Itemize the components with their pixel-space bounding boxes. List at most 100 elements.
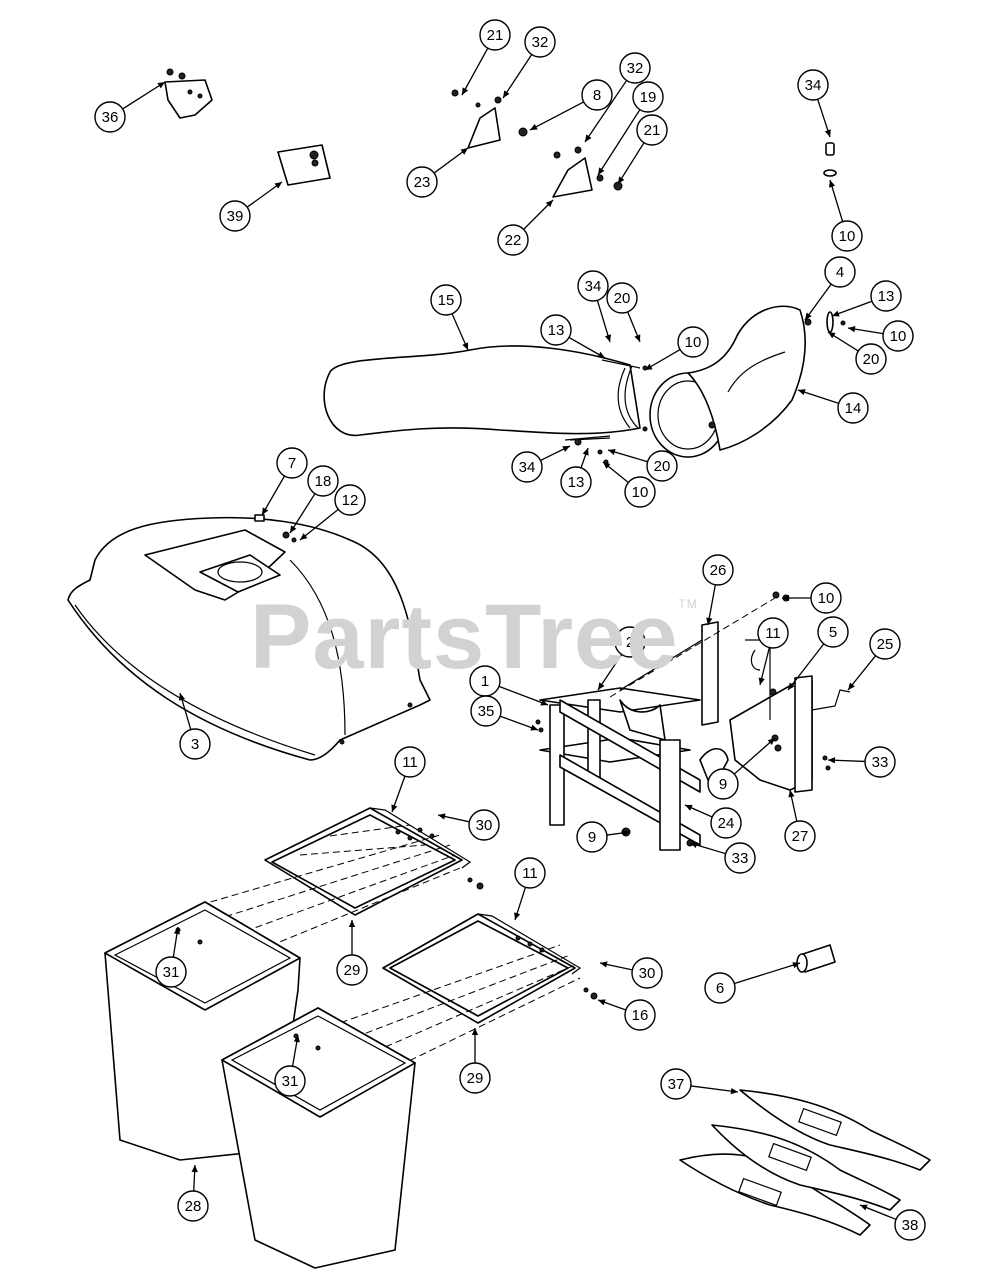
callout-39: 39 (219, 181, 283, 232)
leader-arrowhead (604, 334, 611, 342)
leader-arrowhead (460, 148, 468, 155)
callout-36: 36 (94, 81, 166, 133)
callout-label: 30 (476, 817, 493, 834)
leader-arrowhead (603, 462, 611, 469)
callout-10: 10 (602, 461, 656, 508)
callout-circle (514, 857, 546, 889)
callout-32: 32 (502, 26, 556, 99)
callout-circle (576, 821, 608, 853)
callout-33: 33 (827, 746, 896, 778)
callout-circle (636, 114, 668, 146)
part-11-30-support-frame-lower (382, 913, 598, 1024)
callout-label: 3 (191, 736, 199, 753)
callout-13: 13 (540, 314, 606, 359)
callout-circle (707, 768, 739, 800)
leader-arrowhead (562, 446, 570, 452)
callout-circle (94, 101, 126, 133)
callout-22: 22 (497, 199, 554, 256)
part-36-bracket (164, 68, 213, 119)
callout-label: 20 (654, 458, 671, 475)
callout-circle (468, 809, 500, 841)
callout-31: 31 (274, 1034, 306, 1097)
part-34-10-hardware (823, 142, 837, 177)
part-3-bagger-cover (67, 514, 431, 761)
leader-arrowhead (860, 1204, 868, 1211)
callout-circle (177, 1190, 209, 1222)
callout-15: 15 (430, 284, 469, 351)
leader-line (433, 147, 469, 174)
callout-circle (524, 26, 556, 58)
callout-label: 26 (710, 562, 727, 579)
callout-11: 11 (757, 617, 789, 686)
callout-circle (831, 220, 863, 252)
callout-7: 7 (261, 447, 308, 516)
callout-10: 10 (847, 320, 914, 352)
callout-label: 12 (342, 492, 359, 509)
callout-13: 13 (831, 280, 902, 317)
leader-arrowhead (634, 334, 641, 342)
callout-11: 11 (514, 857, 546, 921)
callout-11: 11 (391, 746, 426, 813)
callout-34: 34 (577, 270, 611, 343)
callout-circle (497, 224, 529, 256)
callout-circle (307, 465, 339, 497)
part-26-plate (609, 591, 790, 726)
callout-circle (406, 166, 438, 198)
callout-circle (704, 972, 736, 1004)
callout-label: 35 (478, 703, 495, 720)
callout-circle (631, 957, 663, 989)
leader-arrowhead (730, 1087, 738, 1095)
callout-circle (869, 628, 901, 660)
callout-label: 18 (315, 473, 332, 490)
callout-label: 32 (532, 34, 549, 51)
callout-circle (660, 1068, 692, 1100)
callout-20: 20 (827, 331, 887, 375)
leader-line (734, 962, 801, 985)
leader-line (461, 47, 489, 96)
leader-arrowhead (706, 617, 713, 625)
part-25-27-brackets (729, 639, 851, 793)
callout-circle (882, 320, 914, 352)
callout-label: 30 (639, 965, 656, 982)
callout-label: 34 (585, 278, 602, 295)
part-1-24-frame (535, 687, 729, 851)
callout-label: 7 (288, 455, 296, 472)
leader-arrowhead (530, 123, 538, 130)
leader-line (787, 643, 825, 691)
leader-arrowhead (514, 912, 521, 920)
callout-20: 20 (606, 282, 641, 343)
part-13-clamp-lower (569, 437, 611, 465)
callout-21: 21 (461, 19, 511, 96)
part-11-30-support-frame-upper (264, 807, 484, 916)
callout-label: 15 (438, 292, 455, 309)
leader-line (246, 181, 283, 208)
callout-9: 9 (707, 737, 776, 800)
callout-circle (276, 447, 308, 479)
callout-circle (219, 200, 251, 232)
callout-3: 3 (178, 692, 211, 760)
callout-33: 33 (689, 841, 756, 874)
leader-arrowhead (540, 699, 548, 706)
callout-circle (710, 807, 742, 839)
callout-circle (817, 616, 849, 648)
callout-29: 29 (459, 1028, 491, 1094)
leader-arrowhead (824, 129, 831, 137)
leader-arrowhead (391, 804, 398, 812)
leader-arrowhead (805, 312, 812, 320)
callout-label: 27 (792, 828, 809, 845)
leader-line (617, 142, 645, 185)
callout-circle (810, 582, 842, 614)
leader-arrowhead (290, 525, 297, 533)
leader-line (498, 685, 549, 706)
callout-30: 30 (599, 957, 663, 989)
callout-label: 19 (640, 89, 657, 106)
callout-circle (560, 466, 592, 498)
leader-arrowhead (300, 533, 308, 540)
callout-circle (274, 1065, 306, 1097)
callout-24: 24 (684, 804, 742, 839)
callout-35: 35 (470, 695, 539, 731)
callout-20: 20 (607, 448, 678, 482)
leader-arrowhead (798, 389, 806, 396)
callout-circle (619, 52, 651, 84)
